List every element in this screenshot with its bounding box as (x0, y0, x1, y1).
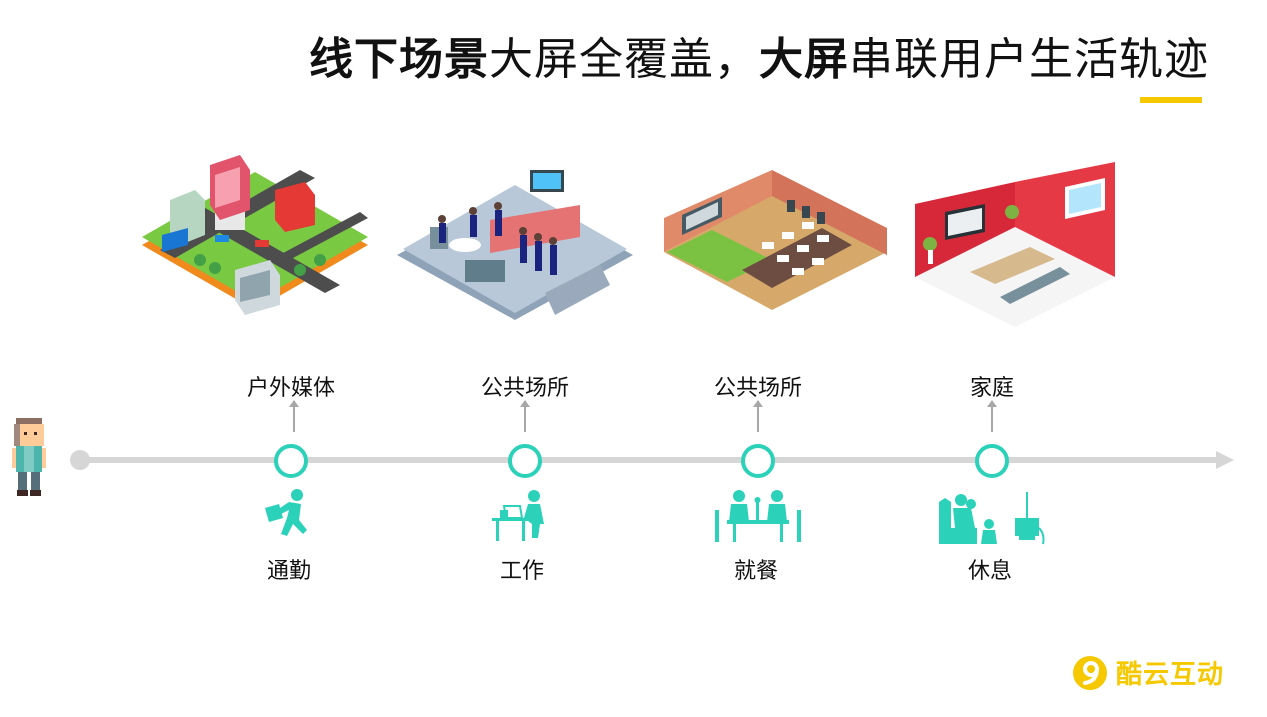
city-street-icon (140, 150, 370, 340)
venue-label-3: 公共场所 (713, 376, 803, 401)
timeline-node-2 (508, 444, 542, 478)
office-lobby-icon (395, 165, 635, 340)
timeline-arrow-icon (1216, 451, 1234, 469)
title-part-4: 串联用户生活轨迹 (849, 34, 1209, 85)
title-part-1: 线下场景 (309, 34, 489, 85)
living-room-icon (910, 162, 1120, 332)
up-arrow-icon (289, 400, 299, 432)
timeline-node-3 (741, 444, 775, 478)
title-part-2: 大屏全覆盖， (489, 34, 759, 85)
family-tv-icon (937, 488, 1047, 552)
venue-label-4: 家庭 (969, 376, 1015, 401)
timeline-node-1 (274, 444, 308, 478)
up-arrow-icon (520, 400, 530, 432)
venue-label-1: 户外媒体 (246, 376, 336, 401)
activity-label-4: 休息 (967, 559, 1013, 584)
title-part-3: 大屏 (759, 34, 849, 85)
restaurant-icon (662, 160, 892, 335)
venue-label-2: 公共场所 (480, 376, 570, 401)
kuyun-logo-icon (1073, 655, 1107, 690)
up-arrow-icon (987, 400, 997, 432)
dining-table-icon (713, 488, 803, 548)
person-avatar-icon (12, 418, 46, 502)
title-underline (1140, 97, 1202, 103)
timeline-node-4 (975, 444, 1009, 478)
up-arrow-icon (753, 400, 763, 432)
brand-name: 酷云互动 (1116, 660, 1225, 690)
person-at-laptop-icon (490, 488, 554, 548)
page-title: 线下场景大屏全覆盖，大屏串联用户生活轨迹 (309, 30, 1209, 90)
timeline-bar (80, 457, 1220, 463)
running-commuter-icon (263, 488, 319, 548)
activity-label-2: 工作 (499, 559, 545, 584)
activity-label-1: 通勤 (266, 559, 312, 584)
brand-logo: 酷云互动 (1072, 654, 1224, 691)
activity-label-3: 就餐 (733, 559, 779, 584)
